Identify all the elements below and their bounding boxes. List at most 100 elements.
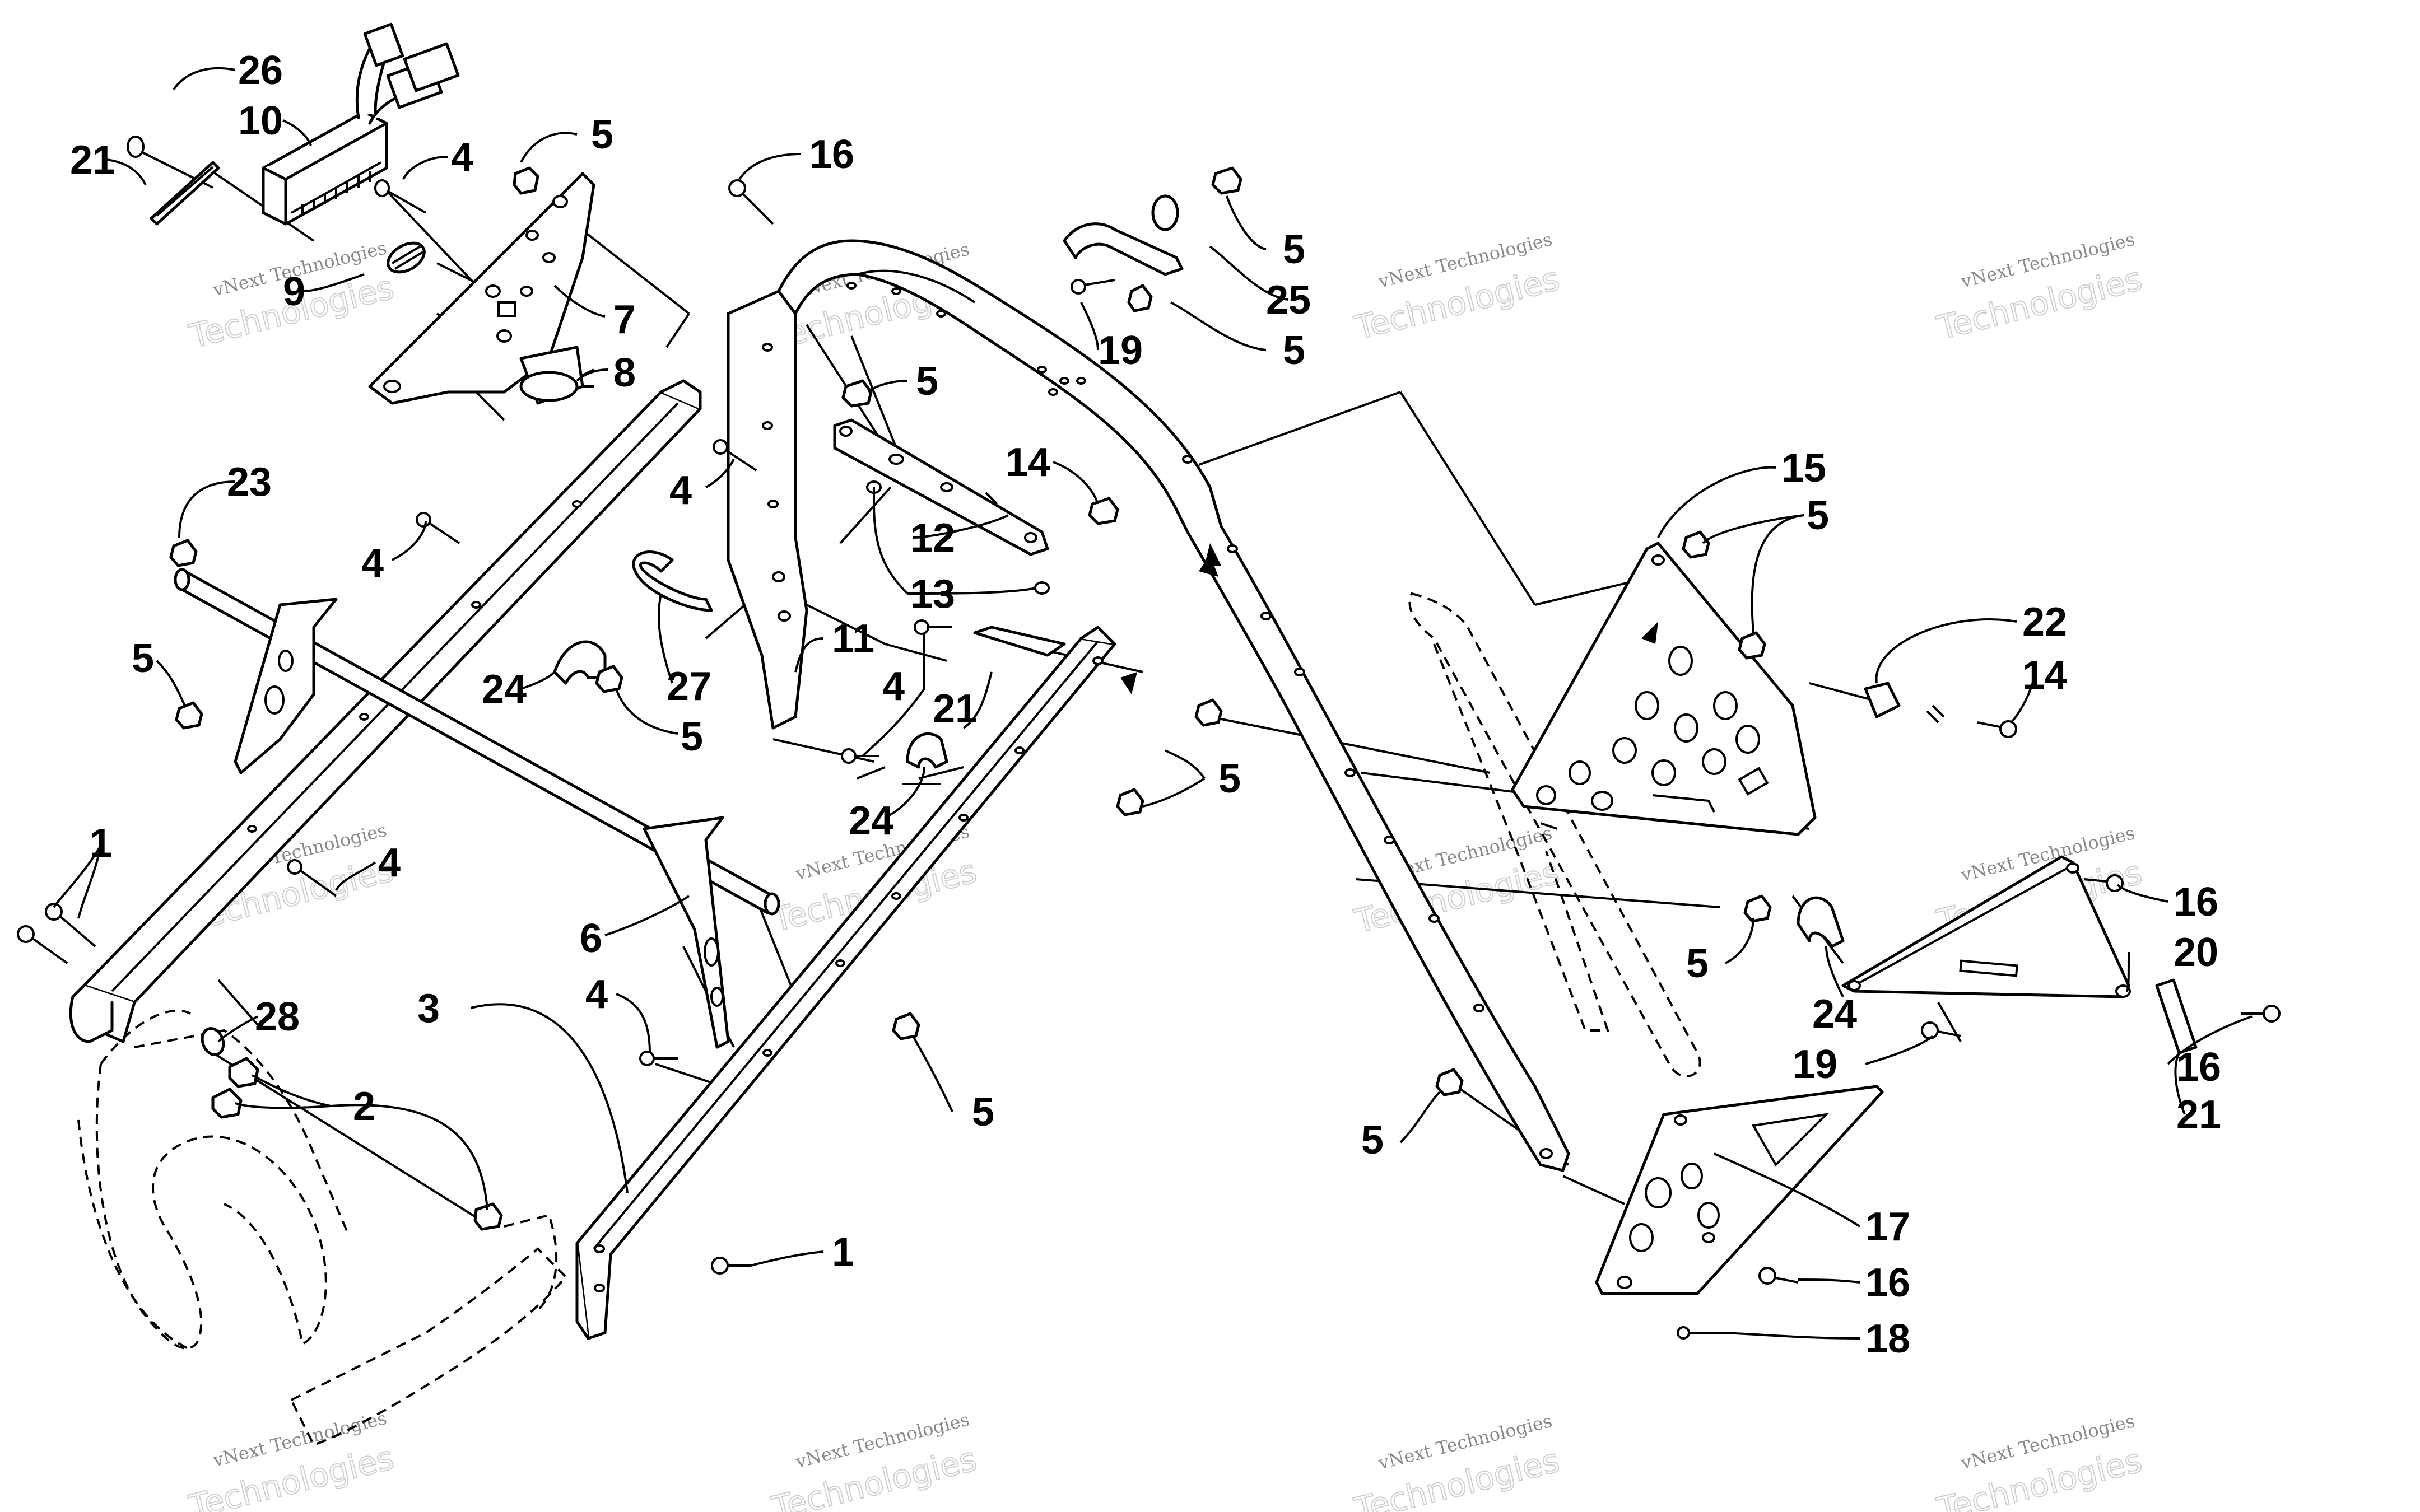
callout-5: 5 bbox=[1361, 1118, 1384, 1163]
callout-25: 25 bbox=[1266, 278, 1311, 323]
bolt-4-lower bbox=[639, 1051, 678, 1066]
callout-5: 5 bbox=[591, 113, 613, 157]
bracket-25 bbox=[1063, 166, 1242, 312]
callout-5: 5 bbox=[972, 1090, 994, 1135]
callout-5: 5 bbox=[681, 715, 703, 759]
callout-21: 21 bbox=[2176, 1093, 2221, 1137]
callout-4: 4 bbox=[378, 841, 401, 885]
bolts-1-left bbox=[17, 903, 96, 964]
callout-3: 3 bbox=[417, 986, 440, 1031]
clip-22 bbox=[1864, 682, 1945, 724]
bolt-4-rail bbox=[713, 439, 757, 472]
bolt-1-lower bbox=[711, 1257, 751, 1275]
nut-5-right-clamp bbox=[1743, 894, 1772, 923]
relay-8 bbox=[519, 346, 594, 405]
callout-16: 16 bbox=[2176, 1045, 2221, 1090]
bolt-14-right bbox=[1977, 720, 2017, 738]
callout-5: 5 bbox=[132, 636, 154, 681]
callout-27: 27 bbox=[667, 664, 711, 709]
nut-23 bbox=[169, 539, 198, 567]
callout-11: 11 bbox=[832, 617, 874, 661]
nut-5-upper bbox=[513, 166, 539, 195]
callout-28: 28 bbox=[255, 995, 300, 1039]
callout-leaders bbox=[53, 67, 2253, 1340]
callout-14: 14 bbox=[2022, 653, 2067, 698]
callout-16: 16 bbox=[2174, 880, 2218, 925]
clamp-24-left bbox=[553, 640, 607, 685]
callout-26: 26 bbox=[238, 48, 283, 93]
callout-24: 24 bbox=[1812, 992, 1857, 1037]
callout-5: 5 bbox=[916, 359, 938, 404]
clamp-24-middle bbox=[906, 732, 948, 769]
callout-2: 2 bbox=[353, 1084, 375, 1129]
mounting-plate-7 bbox=[368, 172, 595, 405]
callout-24: 24 bbox=[849, 799, 893, 843]
lower-frame-rail-3 bbox=[575, 626, 1137, 1340]
cable-tie-21 bbox=[150, 161, 220, 226]
bracket-20 bbox=[1841, 855, 2131, 998]
cdi-module bbox=[262, 22, 460, 226]
cable-tie-21-middle bbox=[973, 626, 1066, 657]
nut-5-left bbox=[175, 701, 203, 730]
bolt-4-middle bbox=[841, 619, 952, 764]
upper-crossbar-rail bbox=[69, 379, 702, 1043]
gusset-left-upper bbox=[234, 598, 338, 774]
callout-21: 21 bbox=[933, 687, 978, 731]
nut-5-clamp bbox=[595, 665, 623, 693]
callout-5: 5 bbox=[1283, 328, 1305, 373]
bolt-4-left-rail bbox=[287, 859, 337, 897]
callout-21: 21 bbox=[70, 138, 115, 183]
callout-5: 5 bbox=[1218, 757, 1241, 801]
plate-15 bbox=[1511, 542, 1817, 836]
main-frame-tube bbox=[777, 239, 1570, 1172]
clamp-24-right bbox=[1797, 896, 1845, 948]
callout-22: 22 bbox=[2022, 600, 2067, 645]
callout-4: 4 bbox=[669, 468, 692, 513]
nut-5-strap bbox=[841, 379, 873, 408]
chassis-reference-outline bbox=[77, 592, 1701, 1446]
bolt-16-lower-plate bbox=[1758, 1267, 1799, 1285]
cable-tie-27 bbox=[632, 550, 713, 612]
callout-14: 14 bbox=[1006, 440, 1050, 485]
callout-17: 17 bbox=[1865, 1205, 1910, 1249]
nuts-5-middle bbox=[892, 698, 1223, 1040]
callout-19: 19 bbox=[1098, 328, 1143, 373]
callout-16: 16 bbox=[809, 132, 854, 177]
callout-18: 18 bbox=[1865, 1317, 1910, 1361]
callout-5: 5 bbox=[1283, 227, 1305, 272]
cross-tube-23 bbox=[174, 568, 780, 916]
callout-19: 19 bbox=[1793, 1042, 1837, 1087]
callout-23: 23 bbox=[227, 460, 272, 505]
callout-13: 13 bbox=[910, 572, 955, 617]
nut-5-lower-right bbox=[1435, 1068, 1464, 1096]
callout-10: 10 bbox=[238, 99, 283, 143]
cable-tie-21-right bbox=[2155, 978, 2198, 1054]
bolt-19-right bbox=[1921, 1021, 1961, 1039]
watermarks: vNext Technologies Technologies vNext Te… bbox=[185, 228, 2147, 1512]
pin-18 bbox=[1677, 1326, 1714, 1340]
callout-5: 5 bbox=[1807, 493, 1829, 538]
callout-5: 5 bbox=[1686, 941, 1709, 986]
callout-16: 16 bbox=[1865, 1261, 1910, 1305]
callout-4: 4 bbox=[585, 972, 608, 1017]
callout-12: 12 bbox=[910, 516, 955, 561]
callout-8: 8 bbox=[613, 351, 636, 395]
callout-9: 9 bbox=[283, 269, 305, 314]
bolt-4-cross bbox=[416, 512, 460, 544]
callout-1: 1 bbox=[832, 1230, 854, 1275]
callout-1: 1 bbox=[90, 821, 112, 866]
rivet-13 bbox=[866, 480, 1050, 595]
nut-14-upper bbox=[1088, 497, 1119, 525]
callout-7: 7 bbox=[613, 297, 636, 342]
parts bbox=[17, 22, 2281, 1340]
callout-6: 6 bbox=[580, 916, 602, 961]
grommet-9 bbox=[387, 241, 426, 274]
bolt-4-upper bbox=[374, 179, 426, 214]
callout-4: 4 bbox=[451, 135, 473, 180]
callout-labels: 26 10 21 9 4 5 7 8 16 5 25 19 5 5 12 14 … bbox=[70, 48, 2221, 1361]
plate-17 bbox=[1595, 1085, 1884, 1295]
spacers-2 bbox=[211, 1057, 503, 1231]
bolt-16-upper bbox=[728, 179, 774, 225]
bracket-11 bbox=[727, 290, 808, 730]
